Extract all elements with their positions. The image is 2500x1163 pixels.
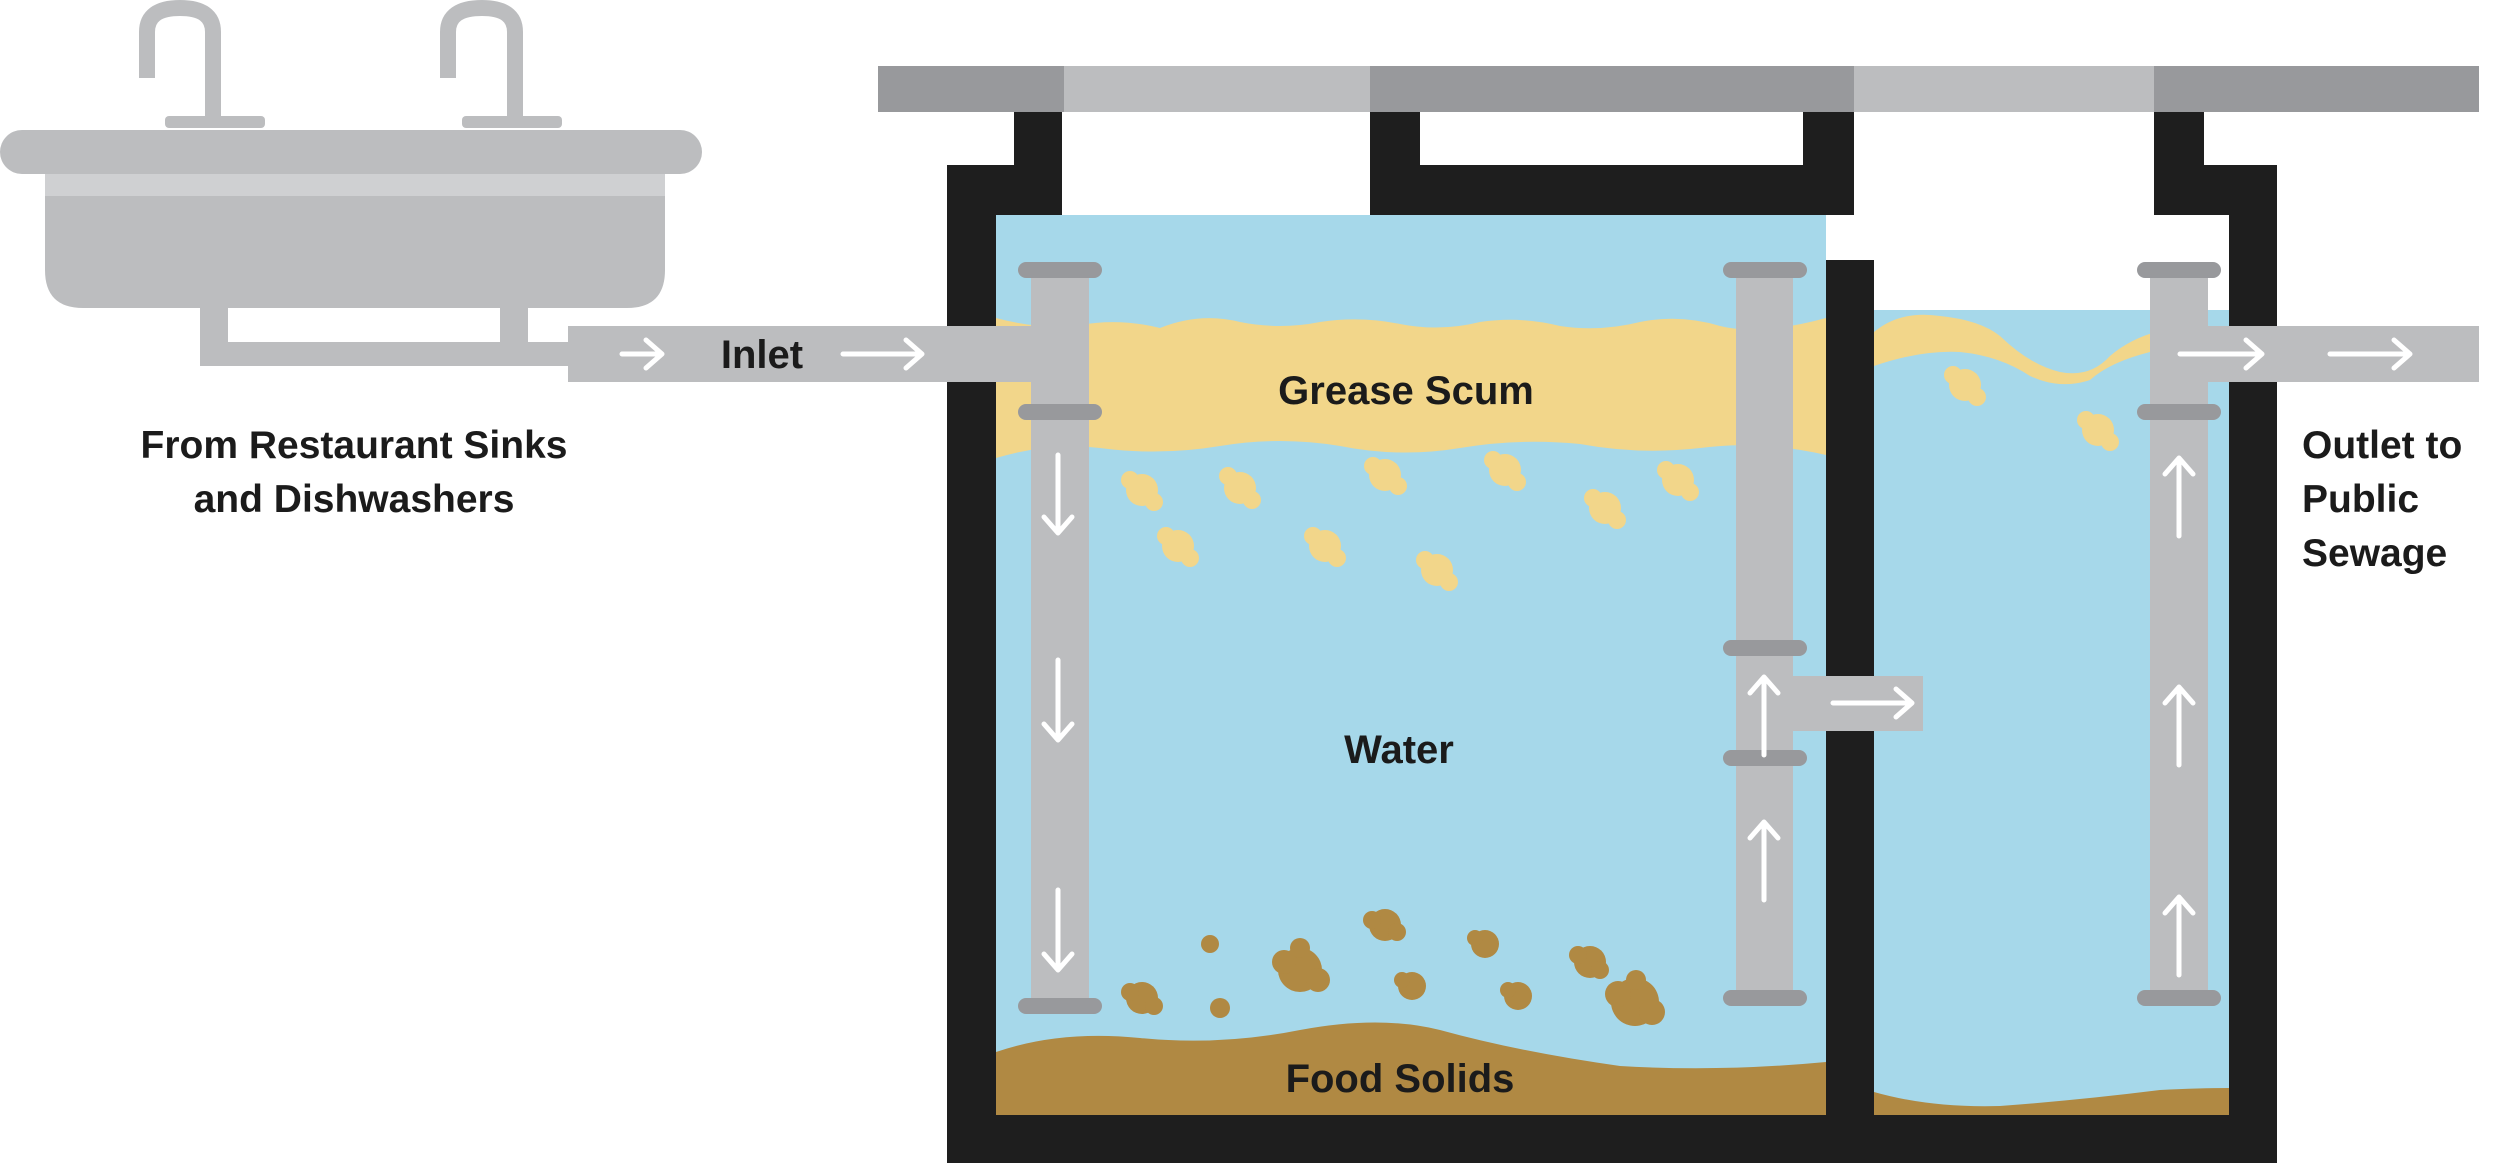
arrow-down-icon [1041, 452, 1075, 536]
left-chamber [996, 215, 1826, 1115]
outlet-label-line2: Public [2302, 478, 2419, 521]
inlet-drop-pipe [1031, 270, 1089, 1010]
arrow-up-icon [2162, 894, 2196, 978]
arrow-right-icon [619, 337, 665, 371]
source-label-line1: From Restaurant Sinks [141, 424, 568, 467]
solid-particles [1121, 909, 1665, 1026]
sink-basin [45, 174, 665, 308]
grease-particles [1121, 366, 2119, 591]
ground-slab [878, 66, 2479, 112]
faucet-right [440, 0, 523, 78]
sink [0, 0, 702, 366]
water-label: Water [1344, 728, 1454, 772]
arrow-right-icon [2177, 337, 2265, 371]
grease-layer [996, 318, 1826, 458]
arrow-up-icon [2162, 455, 2196, 539]
flow-arrows [619, 337, 2413, 978]
sink-rim [0, 130, 702, 174]
pipes [568, 262, 2479, 1014]
solids-label: Food Solids [1286, 1057, 1515, 1101]
outlet-label-line1: Outlet to [2302, 424, 2462, 467]
arrow-up-icon [2162, 684, 2196, 768]
right-grease [1874, 314, 2229, 385]
arrow-right-icon [2327, 337, 2413, 371]
outlet-label-line3: Sewage [2302, 532, 2447, 575]
source-label-line2: and Dishwashers [194, 478, 515, 521]
outlet-riser-pipe [2150, 270, 2208, 998]
faucet-left [139, 0, 221, 78]
arrow-down-icon [1041, 657, 1075, 743]
solids-layer [996, 1022, 1826, 1115]
grease-label: Grease Scum [1278, 369, 1534, 413]
right-solids [1874, 1088, 2229, 1115]
arrow-up-icon [1747, 674, 1781, 758]
inlet-label: Inlet [721, 333, 803, 377]
arrow-right-icon [840, 337, 925, 371]
arrow-down-icon [1041, 887, 1075, 973]
arrow-right-icon [1830, 686, 1915, 720]
arrow-up-icon [1747, 819, 1781, 903]
